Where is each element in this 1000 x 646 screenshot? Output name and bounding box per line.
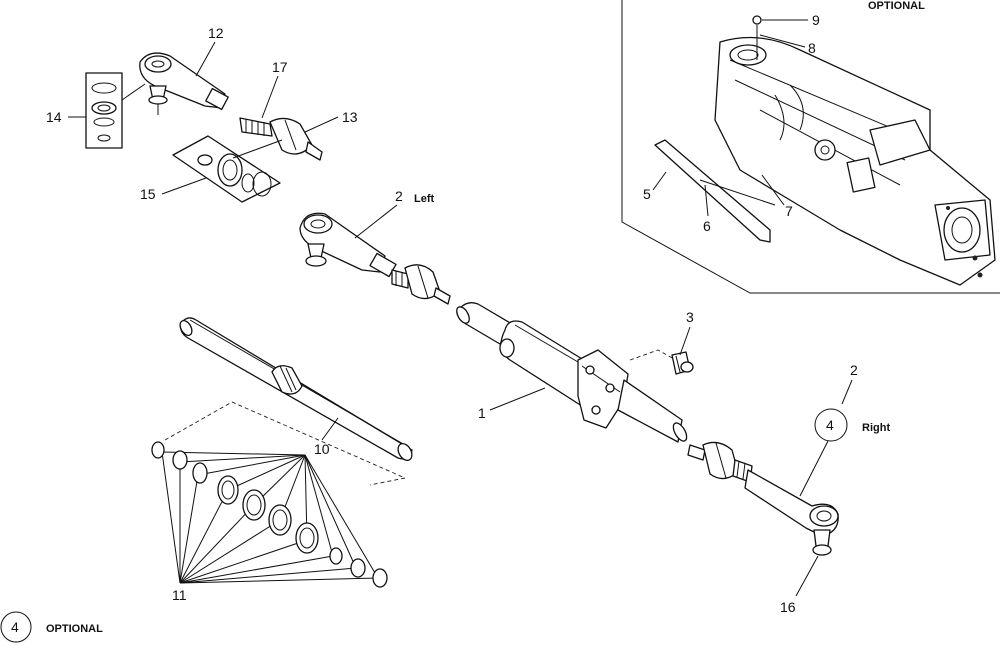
callout-5: 5 xyxy=(643,186,651,202)
legend-optional-text: OPTIONAL xyxy=(46,623,103,635)
legend-number: 4 xyxy=(11,619,19,635)
left-tie-rod: 2 Left xyxy=(299,188,451,305)
callout-3: 3 xyxy=(686,309,694,325)
callout-11: 11 xyxy=(172,587,187,603)
callout-4-circle: 4 xyxy=(826,417,834,433)
callout-2-right: 2 xyxy=(850,362,858,378)
callout-8: 8 xyxy=(808,40,816,56)
upper-left-tie-rod-group: 12 14 17 13 15 xyxy=(46,25,358,203)
callout-12: 12 xyxy=(208,25,224,41)
callout-14: 14 xyxy=(46,109,62,125)
optional-legend: 4 OPTIONAL xyxy=(0,611,103,643)
optional-axle-inset: 9 8 5 6 7 OPTIONAL xyxy=(621,0,1000,294)
callout-6: 6 xyxy=(703,218,711,234)
callout-17: 17 xyxy=(272,59,288,75)
right-label: Right xyxy=(862,422,890,434)
callout-13: 13 xyxy=(342,109,358,125)
inset-optional-label: OPTIONAL xyxy=(868,0,925,12)
right-tie-rod: 2 4 Right 16 xyxy=(687,362,890,615)
callout-9: 9 xyxy=(812,12,820,28)
left-label: Left xyxy=(414,193,435,205)
callout-16: 16 xyxy=(780,599,796,615)
callout-7: 7 xyxy=(785,203,793,219)
callout-1: 1 xyxy=(478,405,486,421)
piston-rod-assembly: 10 xyxy=(164,317,413,486)
callout-10: 10 xyxy=(314,441,330,457)
seal-kit: 11 xyxy=(151,441,388,603)
callout-2-left: 2 xyxy=(395,188,403,204)
callout-15: 15 xyxy=(140,186,156,202)
steering-cylinder: 3 1 xyxy=(456,302,694,443)
